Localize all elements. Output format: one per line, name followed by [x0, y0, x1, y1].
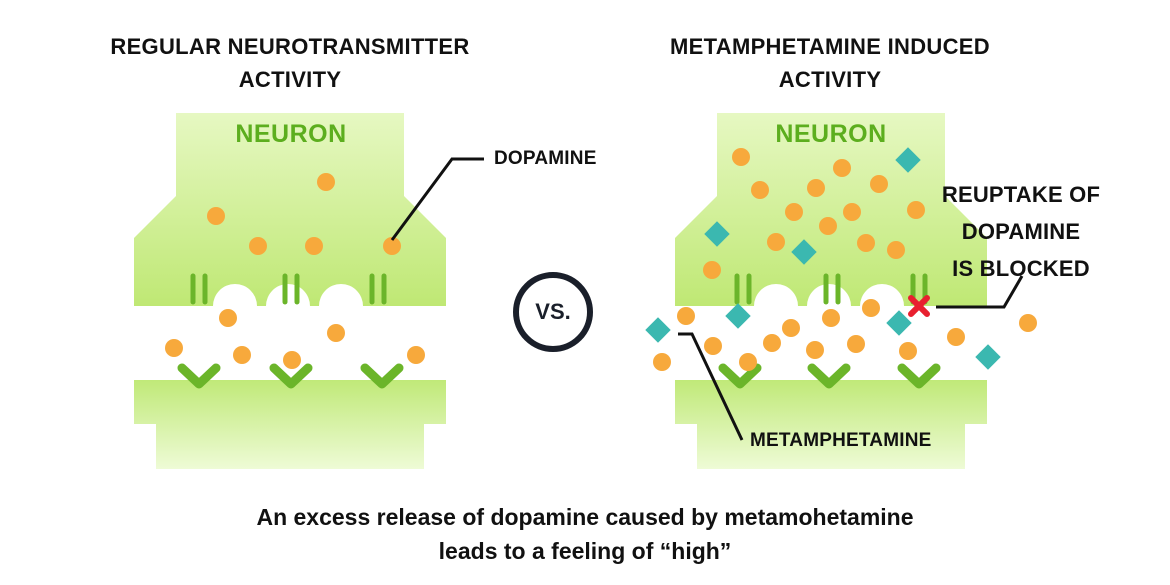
right-synapse: [645, 113, 1037, 469]
metamphetamine-molecules: [645, 147, 1001, 370]
presynaptic-neuron: [134, 113, 446, 306]
release-channels: [190, 273, 387, 305]
postsynaptic-neuron: [675, 380, 987, 469]
dopamine-molecules: [653, 148, 1037, 371]
title-line: METAMPHETAMINE INDUCED: [670, 34, 990, 59]
caption: An excess release of dopamine caused by …: [100, 500, 1070, 568]
postsynaptic-neuron: [134, 380, 446, 469]
reuptake-blocked-label: REUPTAKE OF DOPAMINE IS BLOCKED: [926, 176, 1116, 287]
title-meth-activity: METAMPHETAMINE INDUCED ACTIVITY: [600, 30, 1060, 96]
caption-line: leads to a feeling of “high”: [438, 538, 732, 564]
blocked-x-icon: [908, 295, 930, 317]
title-line: ACTIVITY: [778, 67, 882, 92]
title-line: ACTIVITY: [238, 67, 342, 92]
label-line: IS BLOCKED: [952, 256, 1090, 281]
title-regular-activity: REGULAR NEUROTRANSMITTER ACTIVITY: [60, 30, 520, 96]
reuptake-pointer-line: [936, 275, 1024, 309]
receptors: [718, 363, 941, 389]
vs-badge: VS.: [513, 272, 593, 352]
dopamine-label: DOPAMINE: [494, 148, 597, 169]
caption-line: An excess release of dopamine caused by …: [256, 504, 914, 530]
metamphetamine-label: METAMPHETAMINE: [750, 430, 932, 451]
vs-text: VS.: [535, 299, 571, 324]
dopamine-molecules: [165, 173, 425, 369]
meth-pointer-line: [678, 332, 744, 441]
left-synapse: [134, 113, 484, 469]
dopamine-pointer-line: [390, 157, 484, 241]
label-line: DOPAMINE: [961, 219, 1081, 244]
neuron-label-right: NEURON: [775, 120, 887, 148]
label-line: REUPTAKE OF: [941, 182, 1101, 207]
receptors: [177, 363, 404, 389]
neuron-label-left: NEURON: [235, 120, 347, 148]
title-line: REGULAR NEUROTRANSMITTER: [110, 34, 470, 59]
